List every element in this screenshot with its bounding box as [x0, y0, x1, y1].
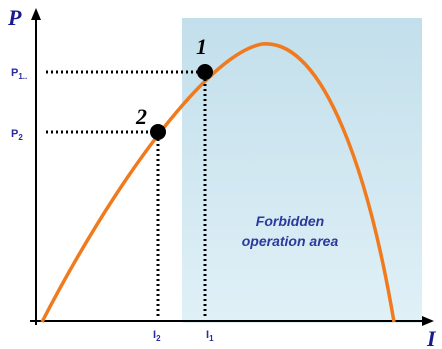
point-2-label: 2: [135, 104, 147, 129]
tick-p1-subscript: 1..: [18, 72, 27, 81]
operating-point-2: [150, 124, 166, 140]
forbidden-zone-label-line2: operation area: [242, 233, 339, 249]
operating-point-1: [197, 64, 213, 80]
power-curve: [40, 42, 396, 323]
tick-p2-subscript: 2: [18, 133, 23, 142]
forbidden-zone-label-line1: Forbidden: [256, 213, 324, 229]
x-axis-title: I: [426, 326, 437, 349]
tick-i2-subscript: 2: [156, 334, 161, 343]
tick-i1: I1: [206, 329, 214, 343]
forbidden-zone: [182, 18, 422, 323]
tick-p1: P1..: [11, 67, 27, 81]
tick-p1-main: P: [11, 67, 18, 79]
tick-i1-main: I: [206, 329, 209, 341]
x-axis-arrowhead: [422, 316, 434, 326]
tick-p2: P2: [11, 128, 23, 142]
y-axis-arrowhead: [31, 8, 41, 20]
point-1-label: 1: [196, 34, 207, 59]
tick-i1-subscript: 1: [209, 334, 214, 343]
tick-p2-main: P: [11, 128, 18, 140]
tick-i2: I2: [153, 329, 161, 343]
tick-i2-main: I: [153, 329, 156, 341]
y-axis-title: P: [7, 5, 22, 30]
